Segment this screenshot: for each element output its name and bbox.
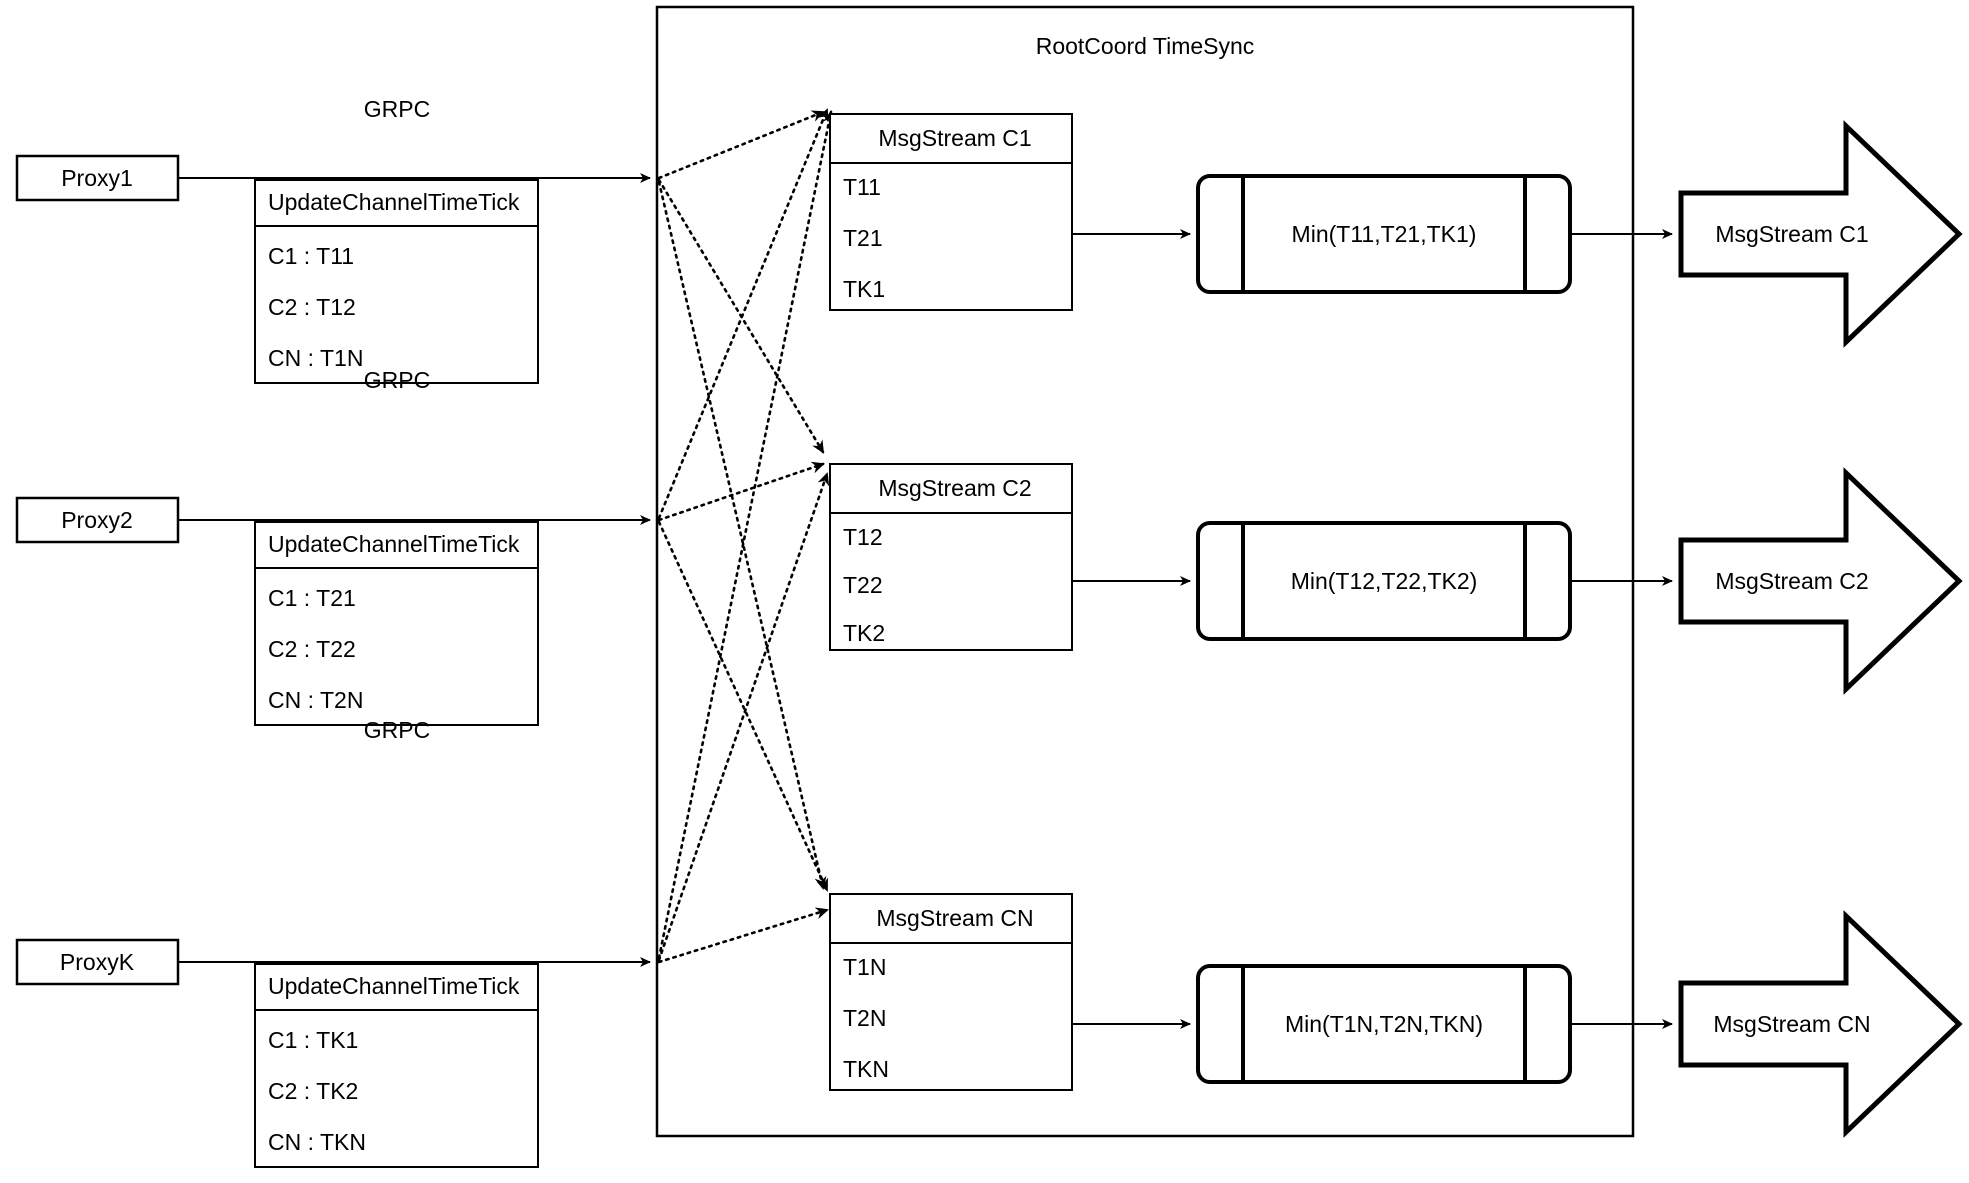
output-block-arrow-2 [1678, 467, 1963, 695]
output-label-3: MsgStream CN [1713, 1011, 1871, 1037]
proxy-label-1: Proxy1 [61, 165, 133, 191]
request-header-3: UpdateChannelTimeTick [268, 973, 520, 999]
min-node-label-3: Min(T1N,T2N,TKN) [1284, 1011, 1484, 1037]
msgstream-row-1-2: T21 [843, 225, 883, 251]
output-label-1: MsgStream C1 [1715, 221, 1869, 247]
msgstream-box-2 [829, 463, 1073, 651]
request-row-1-1: C1 : T11 [268, 243, 355, 269]
grpc-label-1: GRPC [363, 96, 431, 122]
request-header-1: UpdateChannelTimeTick [268, 189, 520, 215]
request-box-2 [254, 521, 539, 726]
proxy-box-1 [15, 154, 180, 202]
grpc-label-2: GRPC [363, 367, 431, 393]
request-row-3-1: C1 : TK1 [268, 1027, 359, 1053]
proxy-label-3: ProxyK [59, 949, 135, 975]
msgstream-row-2-1: T12 [843, 524, 883, 550]
request-box-1 [254, 179, 539, 384]
request-box-3 [254, 963, 539, 1168]
request-row-3-2: C2 : TK2 [268, 1078, 359, 1104]
request-row-2-1: C1 : T21 [268, 585, 356, 611]
grpc-label-3: GRPC [363, 717, 431, 743]
output-label-2: MsgStream C2 [1715, 568, 1869, 594]
msgstream-row-3-1: T1N [843, 954, 887, 980]
msgstream-header-2: MsgStream C2 [878, 475, 1032, 501]
msgstream-box-3 [829, 893, 1073, 1091]
min-node-label-1: Min(T11,T21,TK1) [1291, 221, 1477, 247]
output-block-arrow-1 [1678, 120, 1963, 348]
msgstream-row-3-3: TKN [843, 1056, 889, 1082]
output-block-arrow-3 [1678, 910, 1963, 1138]
msgstream-box-1 [829, 113, 1073, 311]
rootcoord-title: RootCoord TimeSync [1035, 33, 1255, 59]
proxy-box-2 [15, 496, 180, 544]
msgstream-row-1-3: TK1 [843, 276, 886, 302]
request-row-2-3: CN : T2N [268, 687, 364, 713]
request-row-1-2: C2 : T12 [268, 294, 356, 320]
msgstream-row-2-3: TK2 [843, 620, 886, 646]
request-header-2: UpdateChannelTimeTick [268, 531, 520, 557]
msgstream-row-1-1: T11 [843, 174, 881, 200]
msgstream-header-3: MsgStream CN [876, 905, 1034, 931]
msgstream-row-3-2: T2N [843, 1005, 887, 1031]
request-row-3-3: CN : TKN [268, 1129, 366, 1155]
proxy-label-2: Proxy2 [61, 507, 133, 533]
timetick-fanout-edges [657, 108, 835, 964]
msgstream-row-2-2: T22 [843, 572, 883, 598]
min-node-label-2: Min(T12,T22,TK2) [1290, 568, 1478, 594]
request-row-2-2: C2 : T22 [268, 636, 356, 662]
request-row-1-3: CN : T1N [268, 345, 364, 371]
msgstream-header-1: MsgStream C1 [878, 125, 1032, 151]
